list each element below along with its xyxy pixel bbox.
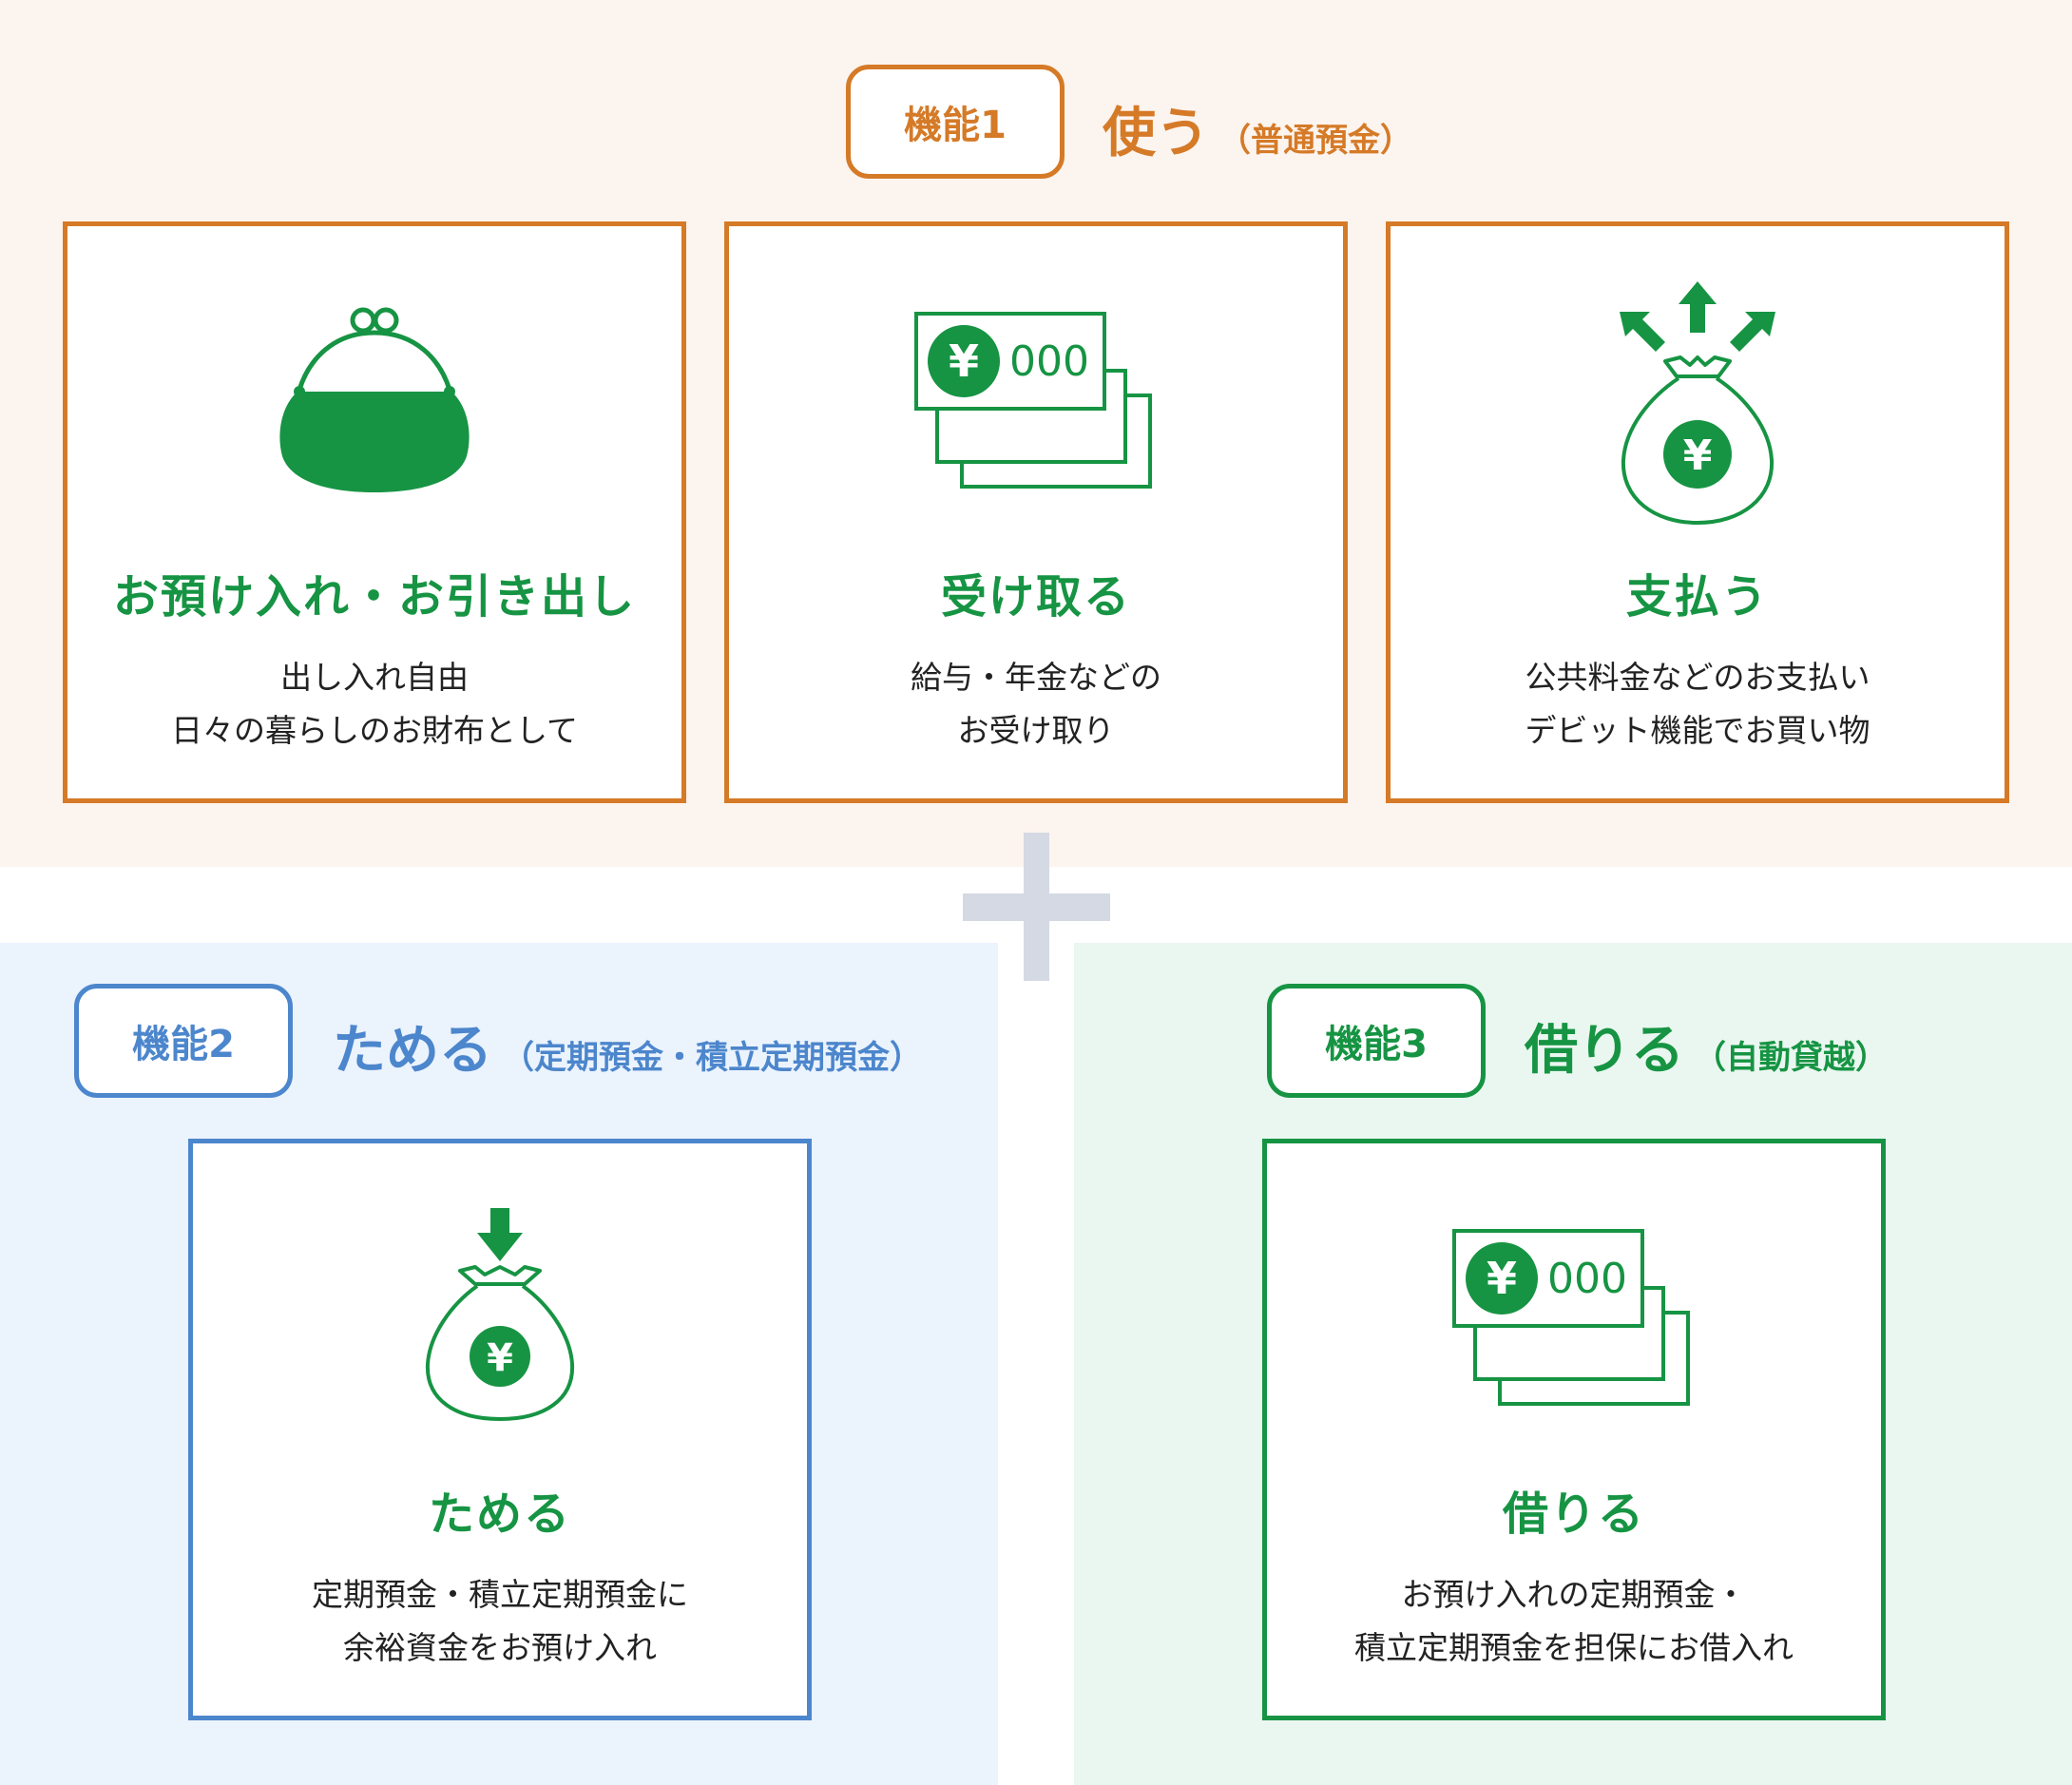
receive-card: ¥ 000 受け取る 給与・年金などの お受け取り <box>724 221 1348 803</box>
deposit-withdraw-card: お預け入れ・お引き出し 出し入れ自由 日々の暮らしのお財布として <box>63 221 686 803</box>
card-description: 給与・年金などの お受け取り <box>729 651 1343 758</box>
use-heading: 使う （普通預金） <box>1103 90 1412 167</box>
desc-line: 積立定期預金を担保にお借入れ <box>1354 1629 1794 1666</box>
card-description: お預け入れの定期預金・ 積立定期預金を担保にお借入れ <box>1267 1568 1881 1675</box>
save-card: ¥ ためる 定期預金・積立定期預金に 余裕資金をお預け入れ <box>188 1139 812 1720</box>
borrow-card: ¥ 000 借りる お預け入れの定期預金・ 積立定期預金を担保にお借入れ <box>1262 1139 1886 1720</box>
save-section: 機能2 ためる （定期預金・積立定期預金） ¥ ためる 定期預金・積立定期預金に… <box>0 943 998 1785</box>
desc-line: 余裕資金をお預け入れ <box>343 1629 657 1666</box>
pay-card: ¥ 支払う 公共料金などのお支払い デビット機能でお買い物 <box>1386 221 2009 803</box>
save-heading-main: ためる <box>333 1020 492 1082</box>
money-bag-in-icon: ¥ <box>193 1206 807 1425</box>
svg-text:000: 000 <box>1009 337 1089 386</box>
borrow-section: 機能3 借りる （自動貸越） ¥ 000 借りる お預け入れの定期預金・ 積立定… <box>1074 943 2072 1785</box>
card-description: 定期預金・積立定期預金に 余裕資金をお預け入れ <box>193 1568 807 1675</box>
save-heading: ためる （定期預金・積立定期預金） <box>333 1008 922 1084</box>
svg-text:¥: ¥ <box>1683 432 1713 480</box>
card-title: 受け取る <box>940 570 1131 624</box>
card-title: 借りる <box>1502 1488 1645 1541</box>
use-heading-main: 使う <box>1103 103 1209 164</box>
banknotes-icon: ¥ 000 <box>729 312 1343 492</box>
desc-line: 給与・年金などの <box>911 659 1161 696</box>
card-title: お預け入れ・お引き出し <box>112 570 636 624</box>
svg-text:000: 000 <box>1547 1255 1627 1303</box>
svg-text:¥: ¥ <box>949 336 979 387</box>
card-description: 公共料金などのお支払い デビット機能でお買い物 <box>1391 651 2005 758</box>
borrow-heading-sub: （自動貸越） <box>1694 1039 1888 1077</box>
card-title: ためる <box>428 1488 571 1541</box>
feature-badge-3: 機能3 <box>1267 984 1486 1098</box>
svg-text:¥: ¥ <box>487 1336 513 1380</box>
desc-line: お受け取り <box>957 712 1115 749</box>
purse-icon <box>67 302 681 492</box>
desc-line: 出し入れ自由 <box>280 659 469 696</box>
desc-line: デビット機能でお買い物 <box>1525 712 1871 749</box>
use-heading-sub: （普通預金） <box>1218 122 1412 160</box>
svg-text:¥: ¥ <box>1487 1253 1517 1304</box>
banknotes-icon: ¥ 000 <box>1267 1229 1881 1410</box>
borrow-heading: 借りる （自動貸越） <box>1525 1008 1888 1084</box>
desc-line: 日々の暮らしのお財布として <box>170 712 578 749</box>
feature-badge-1: 機能1 <box>846 65 1065 179</box>
plus-vertical-bar <box>1024 833 1049 981</box>
desc-line: お預け入れの定期預金・ <box>1401 1576 1747 1613</box>
card-title: 支払う <box>1625 570 1769 624</box>
feature-badge-2: 機能2 <box>74 984 293 1098</box>
borrow-heading-main: 借りる <box>1525 1020 1684 1082</box>
money-bag-out-icon: ¥ <box>1391 278 2005 530</box>
card-description: 出し入れ自由 日々の暮らしのお財布として <box>67 651 681 758</box>
save-heading-sub: （定期預金・積立定期預金） <box>502 1039 922 1077</box>
desc-line: 定期預金・積立定期預金に <box>312 1576 688 1613</box>
desc-line: 公共料金などのお支払い <box>1525 659 1871 696</box>
use-section: 機能1 使う （普通預金） お預け入れ・お引き出し 出し入れ自由 日々の暮らしの… <box>0 0 2072 867</box>
